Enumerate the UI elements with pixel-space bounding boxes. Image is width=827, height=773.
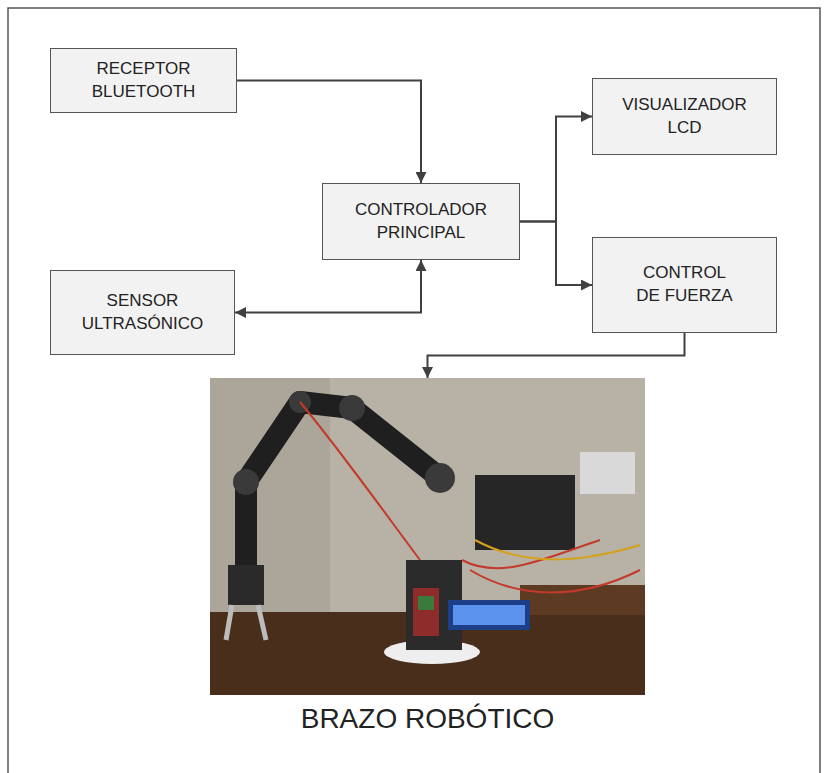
gripper-servo	[228, 565, 264, 605]
box-label: SENSOR ULTRASÓNICO	[73, 290, 213, 336]
robot-arm-node: BRAZO ROBÓTICO	[210, 378, 645, 740]
controller-box: CONTROLADOR PRINCIPAL	[322, 183, 520, 260]
wires	[300, 402, 640, 593]
lcd-frame	[448, 600, 530, 630]
arm-segments	[246, 402, 440, 565]
control-box: CONTROL DE FUERZA	[592, 237, 777, 333]
joint	[425, 463, 455, 493]
connector-arrow	[235, 260, 421, 313]
box-label: VISUALIZADOR LCD	[615, 94, 755, 140]
input-box: RECEPTOR BLUETOOTH	[50, 48, 237, 113]
servo-housing	[475, 475, 575, 550]
gripper-fingers	[226, 605, 266, 640]
connector-arrow	[520, 222, 592, 286]
joint	[233, 469, 259, 495]
power-box	[580, 452, 635, 494]
caption-text: BRAZO ROBÓTICO	[301, 702, 555, 736]
output-box: VISUALIZADOR LCD	[592, 78, 777, 155]
outer-frame	[8, 8, 820, 773]
robot-arm-photo	[210, 378, 645, 695]
photo-wall	[210, 378, 645, 695]
lcd-screen	[453, 605, 525, 625]
chip	[418, 596, 434, 610]
joint	[339, 395, 365, 421]
box-label: RECEPTOR BLUETOOTH	[61, 58, 226, 104]
connector-arrow	[520, 117, 592, 222]
box-label: CONTROL DE FUERZA	[633, 262, 737, 308]
sensor-box: SENSOR ULTRASÓNICO	[50, 270, 235, 355]
box-label: CONTROLADOR PRINCIPAL	[346, 199, 496, 245]
connector-arrow	[428, 333, 685, 378]
wires	[475, 540, 640, 559]
connector-arrow	[237, 81, 421, 184]
control-board	[413, 588, 439, 636]
